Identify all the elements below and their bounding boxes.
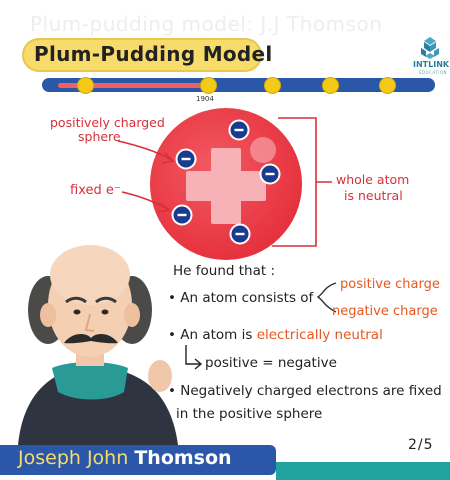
annotation-arrow-sphere — [117, 140, 175, 164]
electron-icon — [229, 223, 251, 245]
bullet-electrically-neutral: • An atom is electrically neutral — [168, 327, 383, 343]
intlink-logo-icon — [421, 37, 439, 59]
name-bar — [0, 445, 276, 475]
implies-arrow-icon — [185, 345, 203, 370]
label-whole-atom-neutral: whole atom is neutral — [336, 172, 409, 204]
neutral-bracket — [272, 117, 332, 247]
timeline-dot[interactable] — [323, 78, 338, 93]
page-title: Plum-Pudding Model — [34, 42, 273, 66]
label-positive-sphere-line1: positively charged — [50, 115, 165, 130]
label-fixed-electron: fixed e⁻ — [70, 183, 121, 198]
label-positive-sphere: positively charged sphere — [50, 116, 165, 144]
logo-name: INTLINK — [413, 60, 450, 69]
found-that-heading: He found that : — [173, 263, 275, 279]
title-pill — [22, 38, 262, 72]
sphere-highlight — [250, 137, 276, 163]
name-regular: Joseph John — [18, 447, 129, 469]
timeline-dot[interactable] — [380, 78, 395, 93]
timeline-dot[interactable] — [265, 78, 280, 93]
scientist-name: Joseph John Thomson — [18, 447, 232, 469]
electron-icon — [171, 204, 193, 226]
logo-subtitle: EDUCATION — [419, 70, 448, 75]
bullet2-highlight: electrically neutral — [256, 327, 383, 343]
bullet-atom-consists: • An atom consists of — [168, 290, 314, 306]
timeline-year-label: 1904 — [196, 95, 214, 103]
label-neutral-line2: is neutral — [344, 188, 403, 203]
plus-sign-icon — [186, 148, 266, 224]
equation-positive-negative: positive = negative — [205, 355, 337, 371]
timeline-progress — [58, 83, 208, 88]
annotation-arrow-fixed-electron — [121, 191, 171, 213]
label-neutral-line1: whole atom — [336, 172, 410, 187]
electron-icon — [175, 148, 197, 170]
timeline-dot[interactable] — [78, 78, 93, 93]
bullet-electrons-fixed-line2: in the positive sphere — [176, 406, 323, 422]
timeline-dot-current[interactable] — [201, 78, 216, 93]
bullet2-prefix: • An atom is — [168, 327, 253, 343]
bullet-electrons-fixed-line1: • Negatively charged electrons are fixed — [168, 383, 442, 399]
footer-teal-strip — [276, 462, 450, 480]
electron-icon — [259, 163, 281, 185]
electron-icon — [228, 119, 250, 141]
label-positive-sphere-line2: sphere — [78, 129, 121, 144]
positive-charge-label: positive charge — [340, 277, 440, 292]
name-bold: Thomson — [134, 447, 232, 469]
negative-charge-label: negative charge — [332, 304, 438, 319]
charges-brace — [316, 282, 337, 313]
page-indicator: 2/5 — [408, 437, 434, 453]
thomson-portrait — [18, 245, 178, 445]
faded-header-title: Plum-pudding model: J.J Thomson — [30, 12, 383, 36]
